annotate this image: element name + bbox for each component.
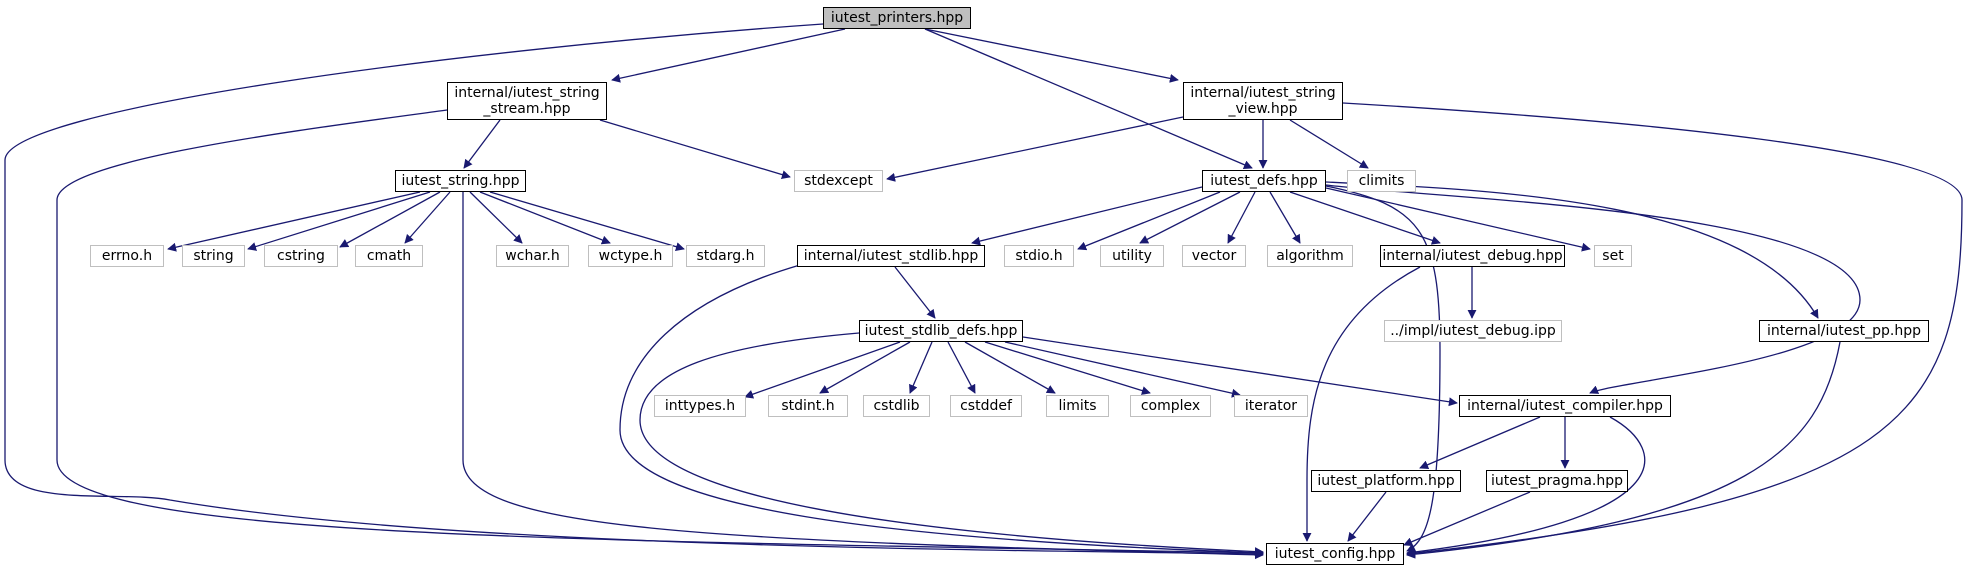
edge-printers-to-string-stream	[611, 28, 846, 83]
node-iutest-pragma-hpp[interactable]: iutest_pragma.hpp	[1486, 470, 1628, 492]
node-limits[interactable]: limits	[1046, 395, 1109, 417]
node-algorithm[interactable]: algorithm	[1267, 245, 1353, 267]
node-iutest-defs-hpp[interactable]: iutest_defs.hpp	[1202, 170, 1326, 192]
node-inttypes-h[interactable]: inttypes.h	[654, 395, 746, 417]
node-stdio-h[interactable]: stdio.h	[1004, 245, 1074, 267]
node-stdarg-h[interactable]: stdarg.h	[686, 245, 765, 267]
edge-stdlib-defs-to-limits	[964, 341, 1056, 394]
edge-defs-to-vector	[1227, 191, 1256, 244]
node-internal-iutest-debug-hpp[interactable]: internal/iutest_debug.hpp	[1380, 245, 1565, 267]
node-cstddef[interactable]: cstddef	[950, 395, 1022, 417]
edge-stdlib-defs-to-complex	[984, 341, 1151, 395]
node-string[interactable]: string	[182, 245, 245, 267]
edge-compiler-to-platform	[1419, 416, 1541, 469]
edge-stdlib-defs-to-inttypes	[744, 341, 901, 399]
node-wctype-h[interactable]: wctype.h	[588, 245, 673, 267]
edge-defs-to-utility	[1139, 191, 1241, 244]
node-iutest-string-hpp[interactable]: iutest_string.hpp	[395, 170, 526, 192]
node-vector[interactable]: vector	[1182, 245, 1246, 267]
edge-string-view-to-stdexcept	[886, 116, 1184, 182]
edge-printers-to-string-view	[924, 28, 1179, 83]
node-climits[interactable]: climits	[1347, 170, 1416, 192]
edge-defs-to-stdio	[1077, 191, 1221, 251]
edge-printers-to-config	[4, 23, 1264, 559]
edge-string-hpp-to-string	[247, 191, 431, 251]
edge-pragma-to-config	[1403, 491, 1531, 547]
edge-defs-to-compiler	[1325, 184, 1861, 394]
node-iutest-config-hpp[interactable]: iutest_config.hpp	[1266, 543, 1404, 565]
edge-string-hpp-to-cstring	[339, 191, 441, 248]
edge-string-hpp-to-cmath	[404, 191, 451, 244]
edge-stdlib-defs-to-compiler	[1022, 336, 1458, 407]
node-stdexcept[interactable]: stdexcept	[794, 170, 883, 192]
edge-string-hpp-to-wchar	[469, 191, 523, 244]
edge-string-hpp-to-stdarg	[489, 191, 685, 252]
edge-stdlib-defs-to-config	[639, 332, 1264, 557]
node-internal-iutest-compiler-hpp[interactable]: internal/iutest_compiler.hpp	[1459, 395, 1671, 417]
edge-stdlib-defs-to-stdint	[819, 341, 911, 394]
node-set[interactable]: set	[1594, 245, 1632, 267]
edge-debug-to-config	[1302, 266, 1421, 542]
node-impl-iutest-debug-ipp[interactable]: ../impl/iutest_debug.ipp	[1384, 320, 1562, 342]
edge-string-stream-to-config	[56, 109, 1264, 558]
edge-defs-to-debug	[1289, 191, 1441, 245]
edge-string-hpp-to-errno	[167, 191, 421, 252]
node-iutest-stdlib-defs-hpp[interactable]: iutest_stdlib_defs.hpp	[859, 320, 1023, 342]
edge-string-hpp-to-wctype	[479, 191, 611, 245]
node-internal-iutest-string-stream-hpp[interactable]: internal/iutest_string _stream.hpp	[447, 82, 607, 120]
edge-string-stream-to-stdexcept	[599, 119, 791, 179]
node-utility[interactable]: utility	[1100, 245, 1164, 267]
node-cstdlib[interactable]: cstdlib	[863, 395, 930, 417]
edge-string-view-to-config	[1342, 102, 1963, 558]
node-errno-h[interactable]: errno.h	[90, 245, 164, 267]
edge-defs-to-algorithm	[1269, 191, 1301, 244]
node-complex[interactable]: complex	[1130, 395, 1211, 417]
edge-string-hpp-to-config	[462, 192, 1264, 560]
edge-stdlib-defs-to-iterator	[1004, 341, 1241, 398]
edge-stdlib-hpp-to-stdlib-defs	[894, 266, 936, 319]
node-iterator[interactable]: iterator	[1234, 395, 1308, 417]
edge-defs-to-stdlib-hpp	[971, 186, 1203, 246]
edge-stdlib-hpp-to-config	[619, 264, 1264, 558]
edge-pp-to-config	[1406, 341, 1841, 559]
edge-string-view-to-climits	[1289, 119, 1369, 169]
node-cmath[interactable]: cmath	[355, 245, 423, 267]
node-internal-iutest-string-view-hpp[interactable]: internal/iutest_string _view.hpp	[1183, 82, 1343, 120]
node-iutest-platform-hpp[interactable]: iutest_platform.hpp	[1311, 470, 1461, 492]
edge-defs-to-set	[1325, 187, 1591, 252]
node-wchar-h[interactable]: wchar.h	[496, 245, 569, 267]
node-cstring[interactable]: cstring	[264, 245, 338, 267]
edge-stdlib-defs-to-cstdlib	[909, 341, 933, 394]
node-iutest-printers-hpp[interactable]: iutest_printers.hpp	[823, 7, 971, 29]
node-internal-iutest-pp-hpp[interactable]: internal/iutest_pp.hpp	[1759, 320, 1929, 342]
edge-platform-to-config	[1347, 491, 1387, 542]
edge-printers-to-defs	[924, 28, 1253, 169]
edge-compiler-to-config	[1406, 416, 1646, 557]
edge-string-stream-to-string-hpp	[463, 119, 501, 169]
node-internal-iutest-stdlib-hpp[interactable]: internal/iutest_stdlib.hpp	[797, 245, 985, 267]
edge-stdlib-defs-to-cstddef	[947, 341, 976, 394]
node-stdint-h[interactable]: stdint.h	[768, 395, 848, 417]
edge-defs-to-config	[1325, 185, 1441, 552]
